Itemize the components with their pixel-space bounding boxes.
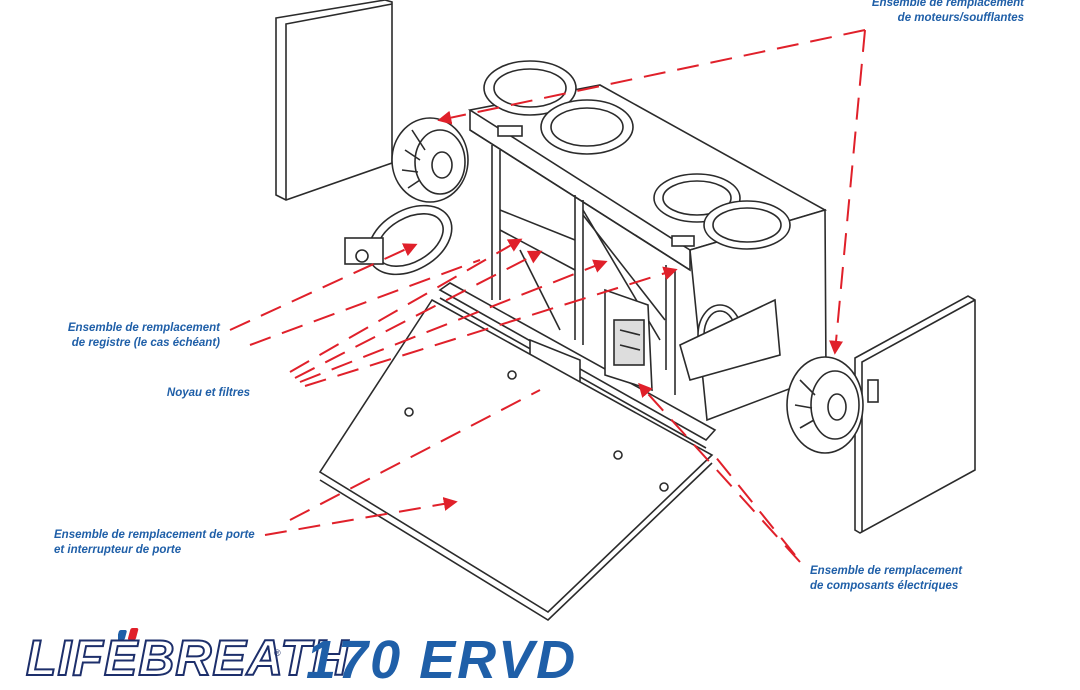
leader-lines: [229, 29, 866, 563]
label-core: Noyau et filtres: [166, 387, 250, 399]
leader-core-1: [289, 238, 523, 373]
right-side-panel: [854, 295, 976, 534]
leader-door-2: [289, 389, 541, 521]
door-panel: [318, 298, 714, 622]
left-side-panel: [275, 0, 393, 201]
model-name: 170 ERVD: [306, 630, 578, 690]
logo-swoosh-icon: [118, 628, 139, 640]
label-blowers: Ensemble de remplacement de moteurs/souf…: [871, 0, 1024, 24]
leader-damper-2: [249, 259, 481, 346]
label-damper: Ensemble de remplacement de registre (le…: [67, 322, 220, 349]
damper-assembly: [344, 204, 453, 276]
leader-core-3: [299, 259, 608, 383]
exploded-view-diagram: [229, 0, 976, 622]
label-electrical: Ensemble de remplacement de composants é…: [810, 565, 963, 592]
label-door: Ensemble de remplacement de porte et int…: [54, 529, 255, 556]
leader-core-2: [294, 250, 543, 379]
brand-registered-mark: ®: [274, 648, 281, 658]
leader-blowers-top: [437, 29, 866, 125]
leader-core-4: [304, 266, 678, 387]
leader-blowers-right: [829, 29, 866, 355]
leader-electrical-2: [709, 449, 796, 556]
blower-right: [786, 356, 864, 454]
brand-logo: LIFEBREATH: [25, 629, 349, 687]
leader-electrical-1: [638, 382, 801, 563]
blower-top-left: [391, 117, 469, 203]
